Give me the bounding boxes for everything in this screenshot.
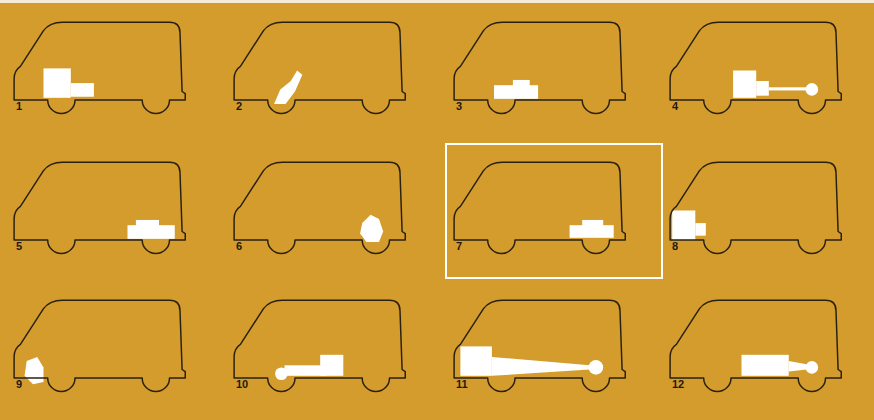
callout-number: 8 bbox=[672, 240, 678, 252]
callout-number: 7 bbox=[456, 240, 462, 252]
van-layout bbox=[14, 300, 185, 391]
callout-number: 9 bbox=[16, 378, 22, 390]
callout-number: 11 bbox=[456, 378, 468, 390]
van-layout bbox=[670, 300, 841, 391]
van-layout bbox=[14, 162, 185, 253]
callout-number: 12 bbox=[672, 378, 684, 390]
van-layout bbox=[234, 300, 405, 391]
van-layout bbox=[454, 300, 625, 391]
callout-number: 5 bbox=[16, 240, 22, 252]
callout-number: 2 bbox=[236, 100, 242, 112]
van-layout bbox=[234, 22, 405, 113]
van-layout bbox=[234, 162, 405, 253]
van-layout bbox=[14, 22, 185, 113]
van-layout bbox=[454, 162, 625, 253]
callout-number: 10 bbox=[236, 378, 248, 390]
callout-number: 1 bbox=[16, 100, 22, 112]
callout-number: 3 bbox=[456, 100, 462, 112]
callout-number: 4 bbox=[672, 100, 678, 112]
callout-number: 6 bbox=[236, 240, 242, 252]
van-layout bbox=[670, 162, 841, 253]
van-layout bbox=[454, 22, 625, 113]
highlight-frame bbox=[446, 144, 662, 278]
van-layout bbox=[670, 22, 841, 113]
